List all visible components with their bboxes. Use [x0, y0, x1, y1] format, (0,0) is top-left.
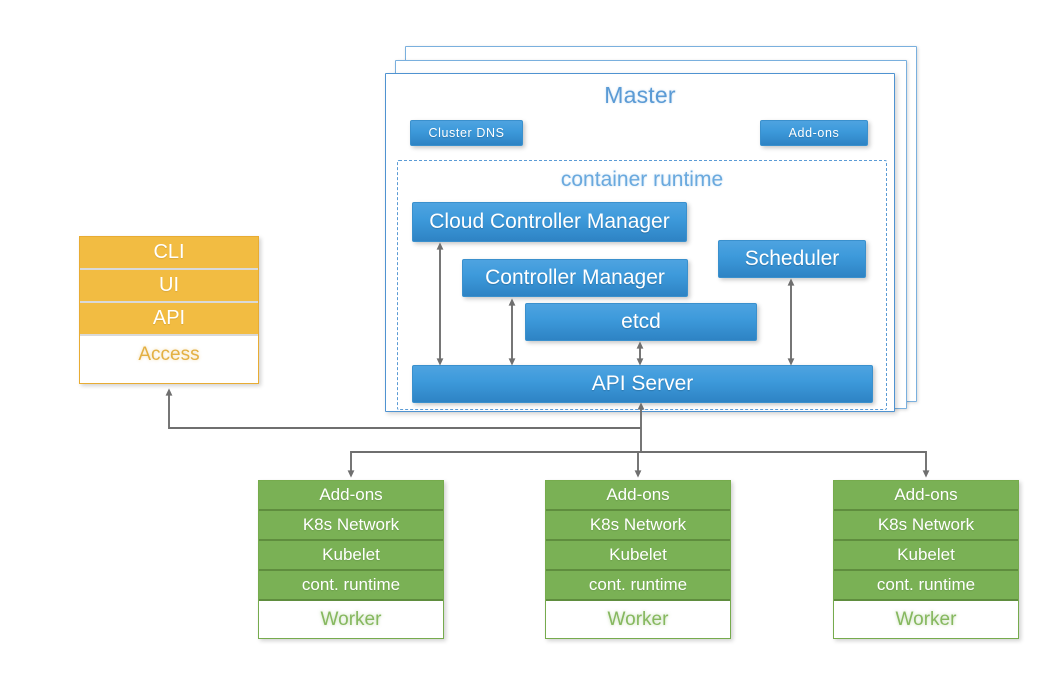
controller-manager-box[interactable]: Controller Manager [462, 259, 688, 297]
cloud-controller-manager-box[interactable]: Cloud Controller Manager [412, 202, 687, 242]
worker-node-2[interactable]: Add-ons K8s Network Kubelet cont. runtim… [545, 480, 731, 639]
access-row-api[interactable]: API [80, 303, 258, 336]
api-server-box[interactable]: API Server [412, 365, 873, 403]
worker-node-1[interactable]: Add-ons K8s Network Kubelet cont. runtim… [258, 480, 444, 639]
scheduler-box[interactable]: Scheduler [718, 240, 866, 278]
worker-2-row-k8s-network[interactable]: K8s Network [546, 511, 730, 541]
access-panel[interactable]: CLI UI API Access [79, 236, 259, 384]
master-addons-box[interactable]: Add-ons [760, 120, 868, 146]
worker-3-row-addons[interactable]: Add-ons [834, 481, 1018, 511]
cluster-dns-box[interactable]: Cluster DNS [410, 120, 523, 146]
access-row-ui[interactable]: UI [80, 270, 258, 303]
master-title: Master [604, 82, 676, 108]
worker-2-label: Worker [546, 601, 730, 638]
worker-1-label: Worker [259, 601, 443, 638]
container-runtime-title: container runtime [560, 168, 724, 191]
worker-1-row-kubelet[interactable]: Kubelet [259, 541, 443, 571]
access-panel-label: Access [80, 336, 258, 373]
etcd-box[interactable]: etcd [525, 303, 757, 341]
worker-2-row-addons[interactable]: Add-ons [546, 481, 730, 511]
connector-api-to-worker-3 [641, 451, 930, 478]
access-row-cli[interactable]: CLI [80, 237, 258, 270]
connector-api-to-worker-2 [634, 451, 642, 478]
worker-3-row-cont-runtime[interactable]: cont. runtime [834, 571, 1018, 601]
worker-1-row-addons[interactable]: Add-ons [259, 481, 443, 511]
worker-3-label: Worker [834, 601, 1018, 638]
worker-1-row-cont-runtime[interactable]: cont. runtime [259, 571, 443, 601]
connector-api-to-worker-1 [347, 451, 641, 478]
worker-3-row-k8s-network[interactable]: K8s Network [834, 511, 1018, 541]
worker-3-row-kubelet[interactable]: Kubelet [834, 541, 1018, 571]
worker-1-row-k8s-network[interactable]: K8s Network [259, 511, 443, 541]
worker-2-row-kubelet[interactable]: Kubelet [546, 541, 730, 571]
worker-2-row-cont-runtime[interactable]: cont. runtime [546, 571, 730, 601]
worker-node-3[interactable]: Add-ons K8s Network Kubelet cont. runtim… [833, 480, 1019, 639]
